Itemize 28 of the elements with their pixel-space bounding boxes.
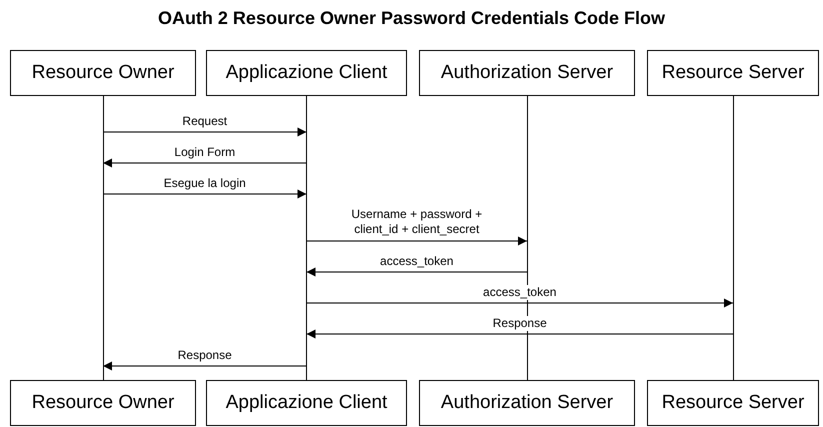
participant-box: Resource Server xyxy=(647,380,819,426)
message-label: Esegue la login xyxy=(162,176,248,191)
lifeline xyxy=(526,96,528,380)
message-label: Response xyxy=(490,316,549,331)
participant-box: Authorization Server xyxy=(419,50,635,96)
message-arrow xyxy=(306,268,528,276)
message-label: access_token xyxy=(481,285,558,300)
lifeline xyxy=(102,96,104,380)
message-arrow xyxy=(306,330,734,338)
participant-box: Resource Server xyxy=(647,50,819,96)
participant-box: Applicazione Client xyxy=(206,380,407,426)
message-arrow xyxy=(102,128,307,136)
message-arrow xyxy=(102,362,307,370)
message-label: Response xyxy=(176,348,234,363)
participant-box: Authorization Server xyxy=(419,380,635,426)
message-label: Request xyxy=(180,114,230,129)
diagram-title: OAuth 2 Resource Owner Password Credentials Code Flow xyxy=(156,8,666,29)
message-arrow xyxy=(306,236,528,246)
lifeline xyxy=(306,96,307,380)
participant-box: Resource Owner xyxy=(10,50,196,96)
message-label: Login Form xyxy=(172,145,238,160)
message-arrow xyxy=(102,190,307,198)
message-label: access_token xyxy=(378,254,456,269)
participant-box: Resource Owner xyxy=(10,380,196,426)
participant-box: Applicazione Client xyxy=(206,50,407,96)
message-arrow xyxy=(306,298,734,308)
lifeline xyxy=(732,96,734,380)
message-arrow xyxy=(102,158,307,168)
